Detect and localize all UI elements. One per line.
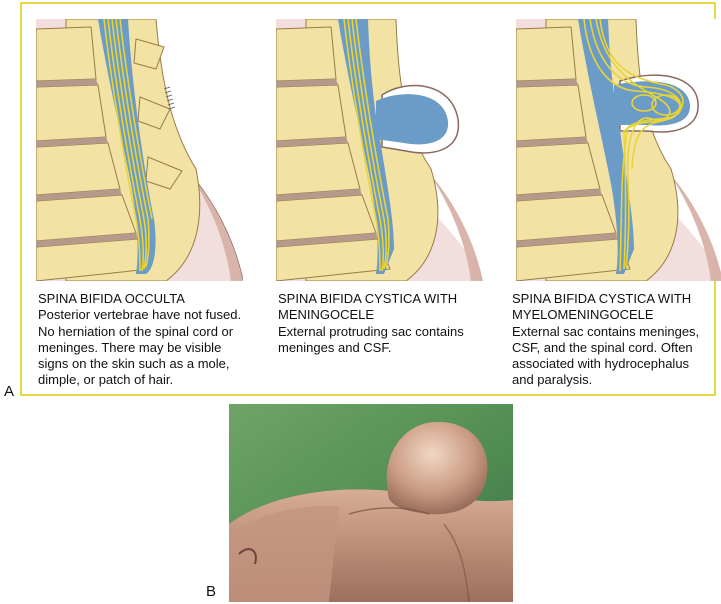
caption-title: SPINA BIFIDA OCCULTA [38, 291, 185, 306]
caption-description: External sac contains meninges, CSF, and… [512, 323, 700, 388]
caption-myelomeningocele: SPINA BIFIDA CYSTICA WITH MYELOMENINGOCE… [512, 291, 721, 389]
caption-title: SPINA BIFIDA CYSTICA WITH MYELOMENINGOCE… [512, 291, 692, 323]
part-a-label: A [4, 383, 15, 400]
caption-occulta: SPINA BIFIDA OCCULTA Posterior vertebrae… [38, 291, 263, 389]
caption-title: SPINA BIFIDA CYSTICA WITH MENINGOCELE [278, 291, 458, 323]
caption-description: External protruding sac contains meninge… [278, 323, 464, 355]
clinical-photo [229, 404, 513, 602]
caption-meningocele: SPINA BIFIDA CYSTICA WITH MENINGOCELE Ex… [278, 291, 503, 356]
part-b-label: B [206, 583, 217, 600]
occulta-illustration [36, 19, 243, 281]
myelomeningocele-illustration [516, 19, 721, 281]
caption-description: Posterior vertebrae have not fused. No h… [38, 307, 242, 388]
part-a-frame: SPINA BIFIDA OCCULTA Posterior vertebrae… [20, 2, 721, 396]
meningocele-illustration [276, 19, 483, 281]
